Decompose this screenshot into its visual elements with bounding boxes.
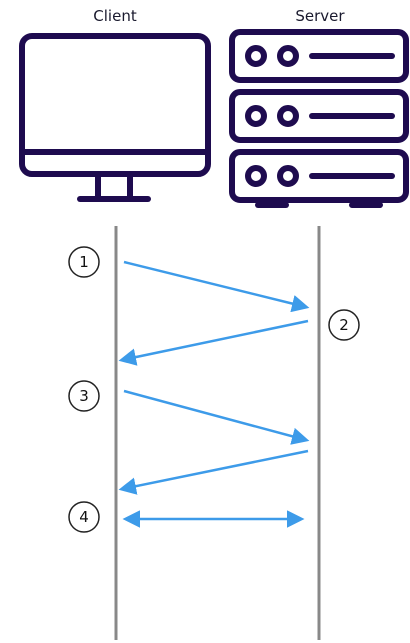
message-arrow-1 <box>123 260 310 313</box>
step-badge-1: 1 <box>68 246 100 278</box>
step-badge-3: 3 <box>68 380 100 412</box>
server-label: Server <box>295 7 345 25</box>
message-arrow-2 <box>118 319 309 366</box>
server-rack-icon <box>229 29 409 208</box>
step-number: 3 <box>79 387 89 405</box>
step-number: 4 <box>79 508 89 526</box>
client-label: Client <box>93 7 137 25</box>
step-badge-2: 2 <box>328 309 360 341</box>
message-arrow-4 <box>118 449 309 495</box>
step-number: 2 <box>339 316 349 334</box>
step-number: 1 <box>79 253 89 271</box>
step-badge-4: 4 <box>68 501 100 533</box>
monitor-icon <box>19 33 211 202</box>
message-arrow-3 <box>123 389 310 445</box>
